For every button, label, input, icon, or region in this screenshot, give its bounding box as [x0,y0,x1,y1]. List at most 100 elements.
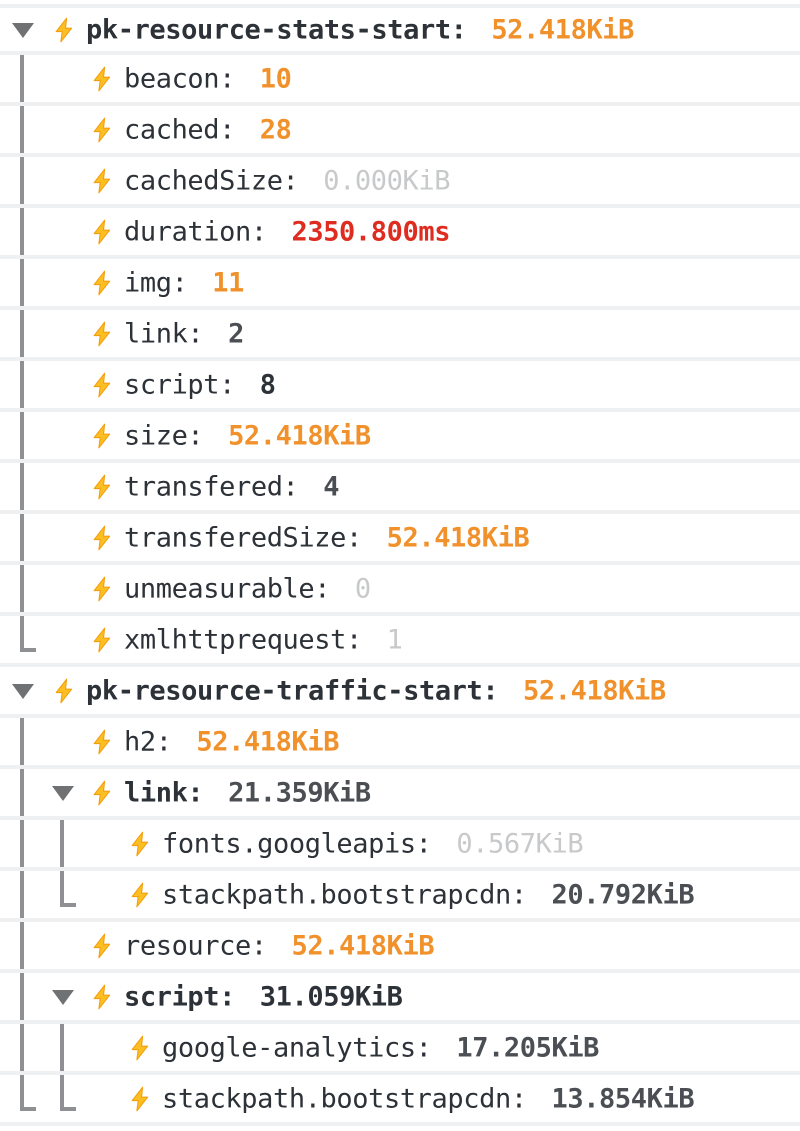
tree-row-text: duration: 2350.800ms [124,216,450,247]
tree-guide-line [20,871,24,918]
tree-guide-line [20,973,24,1020]
tree-row-h2[interactable]: h2: 52.418KiB [0,718,800,769]
tree-row-text: stackpath.bootstrapcdn: 20.792KiB [162,879,695,910]
lightning-bolt-icon [52,17,78,43]
tree-row-label: stackpath.bootstrapcdn: [162,879,527,910]
tree-row-text: cached: 28 [124,114,292,145]
lightning-bolt-icon [128,882,154,908]
tree-row-label: h2: [124,726,172,757]
tree-guide-line [20,616,36,652]
lightning-bolt-icon [90,525,116,551]
tree-row-transfered[interactable]: transfered: 4 [0,463,800,514]
tree-guide-line [20,922,24,969]
lightning-bolt-icon [90,372,116,398]
tree-row-pk-resource-traffic-start[interactable]: pk-resource-traffic-start: 52.418KiB [0,667,800,718]
triangle-down-icon[interactable] [52,785,74,801]
tree-row-value: 52.418KiB [370,522,530,553]
tree-row-label: link: [124,777,204,808]
tree-row-label: script: [124,369,235,400]
tree-row-traffic-script[interactable]: script: 31.059KiB [0,973,800,1024]
tree-row-text: pk-resource-traffic-start: 52.418KiB [86,675,666,706]
tree-row-value: 52.418KiB [475,14,635,45]
tree-row-link[interactable]: link: 2 [0,310,800,361]
tree-row-cachedSize[interactable]: cachedSize: 0.000KiB [0,157,800,208]
lightning-bolt-icon [90,219,116,245]
tree-row-value: 10 [243,63,292,94]
tree-row-value: 13.854KiB [535,1083,695,1114]
lightning-bolt-icon [128,1035,154,1061]
tree-guide-line [20,157,24,204]
tree-row-google-analytics[interactable]: google-analytics: 17.205KiB [0,1024,800,1075]
lightning-bolt-icon [128,831,154,857]
tree-row-label: fonts.googleapis: [162,828,432,859]
tree-guide-line [60,1024,64,1071]
tree-guide-line [20,463,24,510]
lightning-bolt-icon [90,933,116,959]
tree-row-pk-resource-stats-start[interactable]: pk-resource-stats-start: 52.418KiB [0,4,800,55]
tree-row-stackpath-bootstrapcdn-2[interactable]: stackpath.bootstrapcdn: 13.854KiB [0,1075,800,1126]
tree-guide-line [60,820,64,867]
tree-guide-line [20,259,24,306]
tree-row-label: cached: [124,114,235,145]
tree-row-resource[interactable]: resource: 52.418KiB [0,922,800,973]
tree-row-text: cachedSize: 0.000KiB [124,165,450,196]
tree-row-text: size: 52.418KiB [124,420,371,451]
lightning-bolt-icon [128,1086,154,1112]
tree-row-text: stackpath.bootstrapcdn: 13.854KiB [162,1083,695,1114]
tree-row-fonts-googleapis[interactable]: fonts.googleapis: 0.567KiB [0,820,800,871]
tree-row-text: unmeasurable: 0 [124,573,371,604]
tree-row-text: xmlhttprequest: 1 [124,624,403,655]
tree-row-label: cachedSize: [124,165,299,196]
tree-guide-line [60,1075,76,1111]
tree-row-stackpath-bootstrapcdn-1[interactable]: stackpath.bootstrapcdn: 20.792KiB [0,871,800,922]
tree-row-unmeasurable[interactable]: unmeasurable: 0 [0,565,800,616]
tree-row-traffic-link[interactable]: link: 21.359KiB [0,769,800,820]
tree-guide-line [20,361,24,408]
tree-row-label: img: [124,267,188,298]
tree-row-xmlhttprequest[interactable]: xmlhttprequest: 1 [0,616,800,667]
tree-guide-line [20,310,24,357]
tree-guide-line [20,208,24,255]
lightning-bolt-icon [90,627,116,653]
tree-guide-line [20,565,24,612]
tree-row-value: 0.000KiB [307,165,451,196]
tree-row-value: 2350.800ms [275,216,451,247]
tree-guide-line [20,412,24,459]
tree-row-beacon[interactable]: beacon: 10 [0,55,800,106]
tree-row-label: link: [124,318,204,349]
tree-row-script[interactable]: script: 8 [0,361,800,412]
tree-guide-line [20,55,24,102]
triangle-down-icon[interactable] [12,683,34,699]
tree-row-label: size: [124,420,204,451]
tree-row-duration[interactable]: duration: 2350.800ms [0,208,800,259]
tree-row-label: beacon: [124,63,235,94]
tree-row-text: img: 11 [124,267,244,298]
triangle-down-icon[interactable] [12,22,34,38]
tree-row-value: 20.792KiB [535,879,695,910]
tree-row-size[interactable]: size: 52.418KiB [0,412,800,463]
tree-row-value: 0 [339,573,371,604]
tree-row-text: resource: 52.418KiB [124,930,435,961]
tree-guide-line [20,514,24,561]
lightning-bolt-icon [52,678,78,704]
tree-row-label: stackpath.bootstrapcdn: [162,1083,527,1114]
lightning-bolt-icon [90,66,116,92]
tree-row-cached[interactable]: cached: 28 [0,106,800,157]
tree-row-text: pk-resource-stats-start: 52.418KiB [86,14,634,45]
tree-row-label: transfered: [124,471,299,502]
tree-row-label: duration: [124,216,267,247]
tree-row-text: beacon: 10 [124,63,292,94]
lightning-bolt-icon [90,321,116,347]
tree-row-value: 4 [307,471,340,502]
tree-guide-line [60,871,76,907]
tree-guide-line [20,718,24,765]
tree-row-value: 31.059KiB [243,981,403,1012]
tree-guide-line [20,769,24,816]
tree-row-text: link: 2 [124,318,244,349]
tree-row-text: transferedSize: 52.418KiB [124,522,530,553]
triangle-down-icon[interactable] [52,989,74,1005]
tree-row-transferedSize[interactable]: transferedSize: 52.418KiB [0,514,800,565]
tree-guide-line [20,1024,24,1071]
tree-row-value: 21.359KiB [212,777,371,808]
tree-row-img[interactable]: img: 11 [0,259,800,310]
